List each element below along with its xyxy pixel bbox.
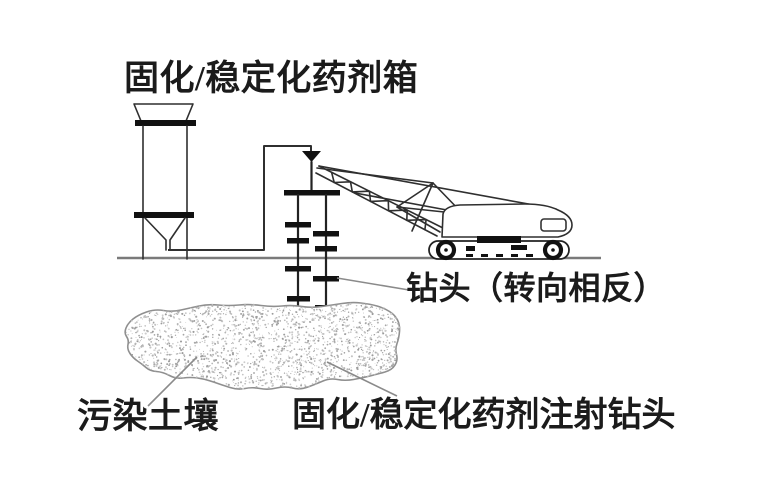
rig-body <box>441 203 573 238</box>
down-arrow-icon <box>302 151 321 162</box>
cab-window <box>540 218 567 232</box>
contaminated-soil-label: 污染土壤 <box>77 397 220 436</box>
track-treads <box>466 245 533 257</box>
boom-lattice <box>330 171 427 231</box>
leader-line-contaminated-soil <box>147 356 198 407</box>
tank-top-funnel <box>133 103 194 122</box>
agent-tank-label: 固化/稳定化药剂箱 <box>124 59 419 98</box>
crawler-drill-rig <box>315 165 573 261</box>
drill-head-label: 钻头（转向相反） <box>406 270 667 306</box>
feed-pipe-line <box>168 145 312 251</box>
tank-bottom-funnel <box>144 217 186 251</box>
leader-line-drill-head <box>336 277 410 291</box>
soil-stipple-texture <box>125 302 401 390</box>
injection-drill-label: 固化/稳定化药剂注射钻头 <box>292 397 676 434</box>
tank-top-flange <box>135 120 196 126</box>
contaminated-soil-blob <box>124 301 401 390</box>
agent-tank <box>133 103 196 260</box>
leader-line-injection-drill <box>326 361 398 397</box>
feed-pipe <box>168 145 321 251</box>
drill-top-bar <box>284 190 340 196</box>
track-top-plate <box>477 236 521 243</box>
tank-bottom-flange <box>134 212 194 218</box>
crawler-track <box>428 236 570 261</box>
